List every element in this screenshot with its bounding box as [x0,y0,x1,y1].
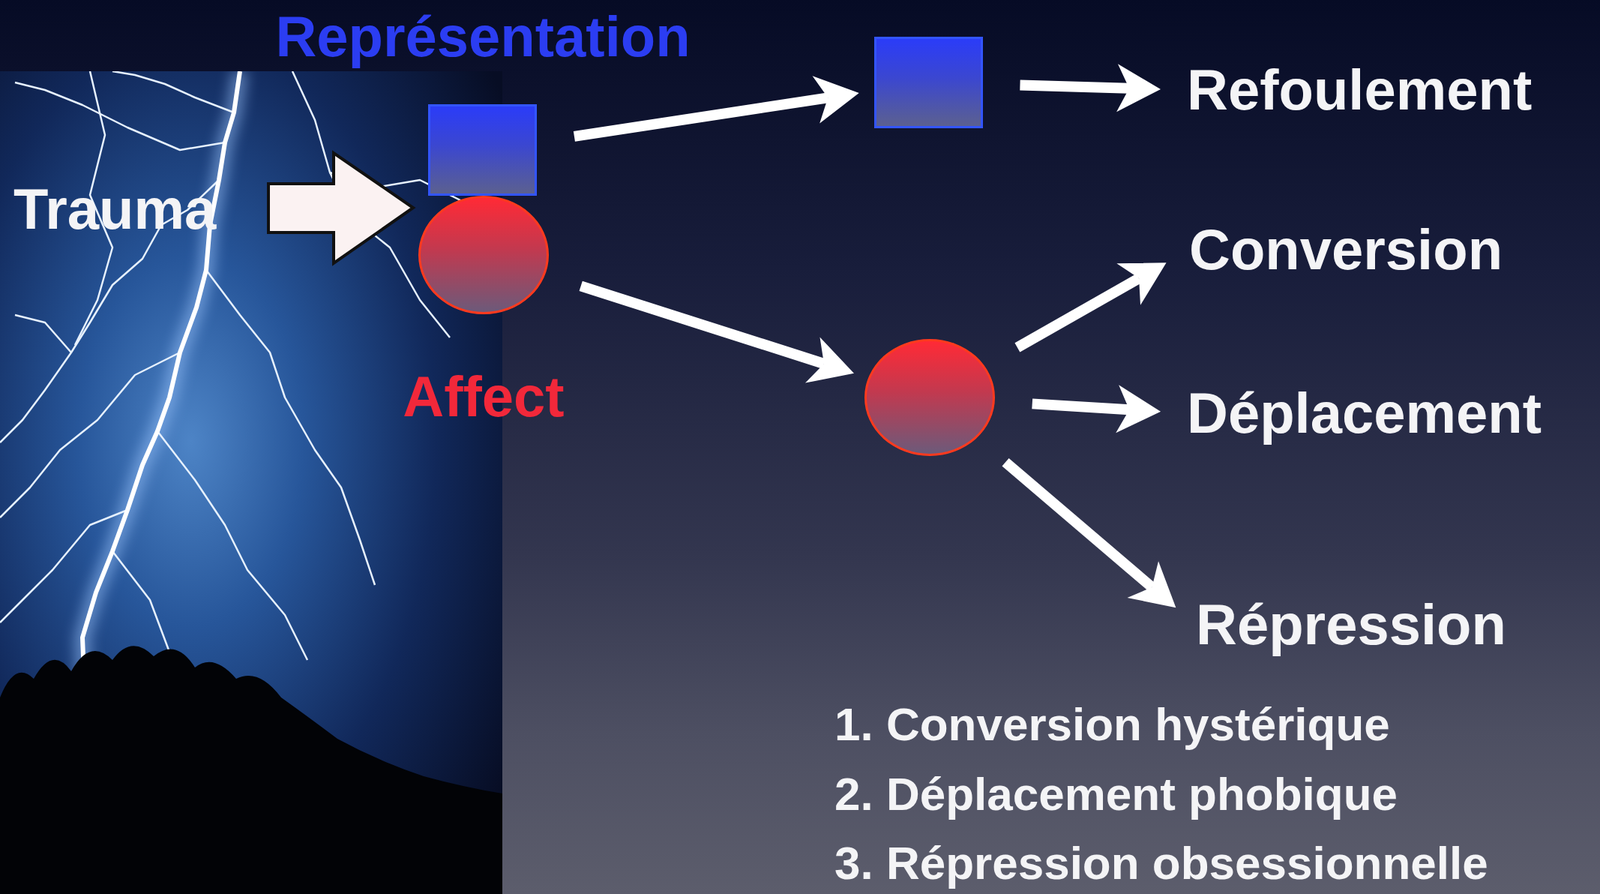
arrow-head [812,75,860,123]
term-text: Déplacement [1186,380,1542,446]
arrow-head [805,337,854,384]
list-item: 3. Répression obsessionnelle [834,837,1489,889]
arrow-connector [1019,63,1161,112]
outcome-term: Déplacement [1186,380,1542,446]
arrow-shaft [574,97,828,136]
arrow-shaft [1017,278,1139,348]
term-text: Refoulement [1186,56,1532,123]
bolt-branches [0,71,465,705]
outcome-term: Répression [1195,591,1507,657]
arrow-head [1116,63,1161,112]
arrow-connector [1017,262,1167,348]
arrow-connector [581,285,854,383]
term-text: Répression [1195,591,1507,657]
affect-circle: Affect [402,195,564,429]
term-text: Conversion [1189,216,1503,282]
representation-square: Représentation [275,3,690,196]
affect-circle [864,338,995,456]
arrow-shaft [1005,461,1152,588]
lightning-bolts [0,71,503,894]
bolt-branch [14,82,225,150]
representation-square [874,36,983,129]
arrow-head [1115,384,1161,433]
heading-text: Représentation [275,3,690,69]
list-item-holder: 1. Conversion hystérique [834,698,1391,750]
representation-square-shape [428,104,537,196]
trauma-label: Trauma [13,177,216,241]
representation-square-shape [874,36,983,129]
arrow-shaft [1019,85,1130,89]
arrow-shaft [581,285,824,364]
outcome-term: Refoulement [1186,56,1532,123]
bolt-branch [14,314,72,353]
bolt-branch [112,71,234,113]
list-item-holder: 3. Répression obsessionnelle [834,837,1489,889]
bolt-main [82,71,240,750]
trauma-label-holder: Trauma [13,177,216,241]
arrow-connector [574,75,860,137]
arrow-head [1116,262,1166,306]
bolt-branch [157,431,308,660]
affect-circle-shape [864,338,995,456]
trauma-arrow [268,152,414,264]
outcome-term: Conversion [1189,216,1503,282]
list-item: 2. Déplacement phobique [834,768,1398,820]
bolt-branch [0,352,180,518]
caption-text: Affect [402,363,564,429]
list-item: 1. Conversion hystérique [834,698,1391,750]
arrow-connector [1032,384,1161,433]
arrow-connector [1005,461,1176,608]
tree-silhouette [0,645,503,894]
sky-photo [0,71,503,894]
list-item-holder: 2. Déplacement phobique [834,768,1398,820]
affect-circle-shape [418,195,549,315]
arrow-head [1126,560,1176,608]
arrow-shaft [1032,403,1130,410]
